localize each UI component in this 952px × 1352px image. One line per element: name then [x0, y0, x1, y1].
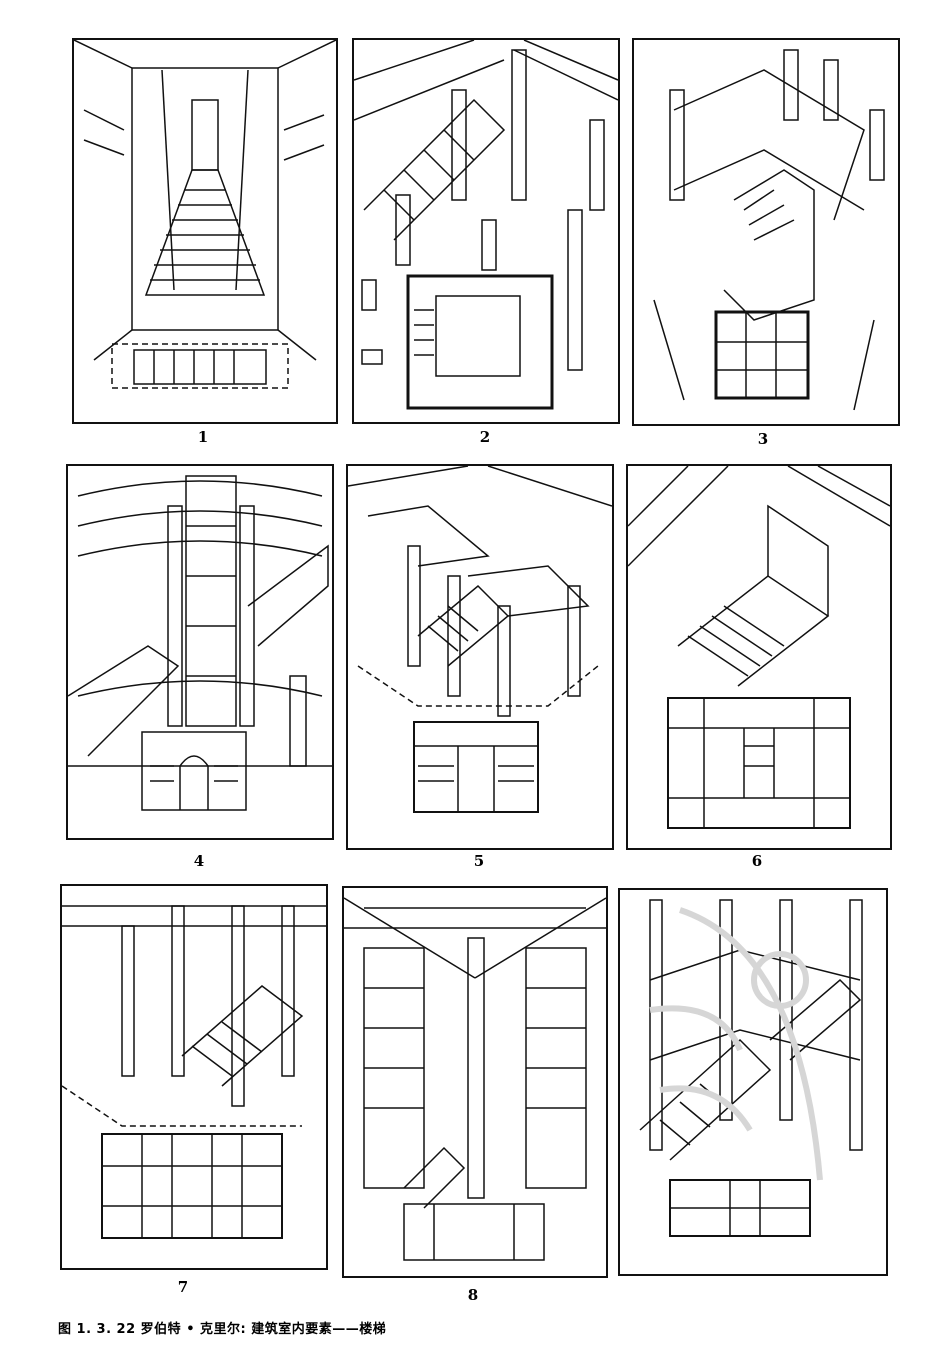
- stair-drawing-8: [344, 897, 606, 1261]
- panel-label-1: 1: [197, 428, 209, 446]
- panel-label-8: 8: [467, 1286, 479, 1304]
- panel-label-7: 7: [177, 1278, 189, 1296]
- stair-drawing-7: [62, 905, 326, 1239]
- panel-label-5: 5: [473, 852, 485, 870]
- panel-label-2: 2: [479, 428, 491, 446]
- stair-drawing-5: [348, 466, 612, 813]
- panel-4-vaulted-stair: [66, 464, 334, 840]
- panel-label-4: 4: [193, 852, 205, 870]
- panel-1-corridor-stair: [72, 38, 338, 424]
- figure-caption: 图 1. 3. 22 罗伯特 • 克里尔: 建筑室内要素——楼梯: [58, 1322, 387, 1337]
- panel-2-cross-stair-plan: [352, 38, 620, 424]
- panel-label-3: 3: [757, 430, 769, 448]
- panel-3-spiral-frame: [632, 38, 900, 426]
- panel-label-6: 6: [751, 852, 763, 870]
- panel-9-tower-stair: [618, 888, 888, 1276]
- panel-5-double-stair: [346, 464, 614, 850]
- stair-drawing-1: [74, 40, 336, 389]
- panel-6-switchback-stair: [626, 464, 892, 850]
- stair-drawing-9: [639, 899, 863, 1237]
- stair-drawing-6: [628, 466, 890, 829]
- panel-7-framed-stair: [60, 884, 328, 1270]
- stair-drawing-3: [653, 49, 885, 411]
- stair-drawing-4: [68, 475, 332, 811]
- stair-drawing-2: [354, 40, 618, 410]
- panel-8-column-hall-stair: [342, 886, 608, 1278]
